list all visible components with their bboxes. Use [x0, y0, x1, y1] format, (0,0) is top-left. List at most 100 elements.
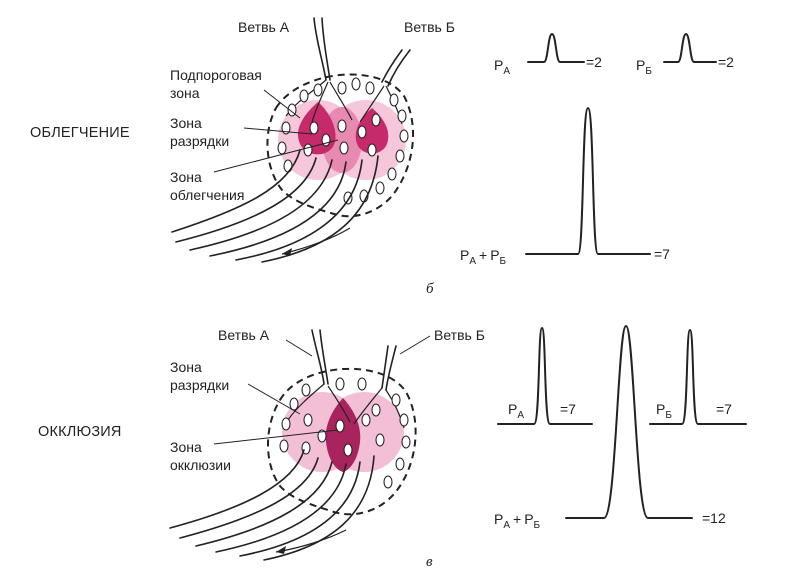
leader-occlusion	[213, 429, 339, 445]
trace-label-b: PБ	[656, 401, 672, 421]
trace-value-b: =2	[718, 54, 734, 70]
bouton	[399, 129, 409, 143]
bouton	[367, 143, 377, 157]
leader-discharge	[243, 127, 313, 135]
bouton	[351, 77, 361, 91]
leader-facilitation	[213, 139, 339, 173]
branch-b-collateral	[353, 387, 383, 425]
response-trace-a-facilitation: PА =2	[494, 33, 602, 77]
trace-waveform-a	[527, 33, 585, 63]
branch-a-collateral-3	[329, 81, 353, 121]
efferent-axon	[235, 159, 363, 261]
label-subthreshold-zone-line1: Подпороговая	[170, 67, 262, 83]
bouton	[277, 141, 287, 155]
branch-a-collateral-2	[311, 81, 329, 123]
trace-value-a: =7	[560, 401, 576, 417]
direction-arrow-shaft	[275, 529, 347, 553]
efferent-axons-facilitation	[171, 149, 379, 263]
panel-facilitation: ОБЛЕГЧЕНИЕ	[30, 17, 734, 297]
label-facilitation-zone-line1: Зона	[170, 169, 202, 185]
efferent-axon	[169, 449, 305, 529]
bouton	[281, 121, 291, 135]
bouton	[339, 141, 349, 155]
efferent-axon	[179, 457, 319, 539]
branch-b-fiber-2	[385, 345, 397, 391]
bouton	[389, 93, 399, 107]
efferent-axon	[209, 161, 347, 257]
trace-label-sum: PА+PБ	[460, 247, 507, 267]
branch-a-collateral	[327, 385, 351, 423]
efferent-axon	[175, 157, 317, 243]
bouton	[397, 109, 407, 123]
bouton	[399, 413, 409, 427]
bouton	[357, 377, 367, 391]
label-discharge-zone-line2: разрядки	[170, 377, 229, 393]
trace-label-a: PА	[494, 57, 510, 77]
panel-caption-b: б	[426, 281, 434, 297]
label-branch-a: Ветвь А	[218, 327, 270, 343]
synaptic-boutons-occlusion	[279, 377, 411, 489]
label-subthreshold-zone-line2: зона	[170, 85, 200, 101]
neuron-pool-outline	[267, 367, 417, 516]
trace-value-b: =7	[716, 401, 732, 417]
trace-waveform-sum	[525, 107, 651, 255]
label-branch-b: Ветвь Б	[434, 327, 485, 343]
efferent-axon	[261, 155, 379, 263]
branch-a-collateral	[287, 383, 325, 421]
bouton	[299, 89, 309, 103]
trace-value-a: =2	[586, 54, 602, 70]
label-discharge-zone-line1: Зона	[170, 115, 202, 131]
bouton	[317, 429, 327, 443]
efferent-axon	[189, 159, 333, 251]
label-branch-a: Ветвь А	[238, 19, 290, 35]
trace-waveform-a	[497, 327, 593, 425]
bouton	[391, 393, 401, 407]
bouton	[357, 125, 367, 139]
efferent-axon	[215, 463, 347, 553]
efferent-axons-occlusion	[169, 449, 375, 561]
trace-waveform-b	[663, 33, 717, 63]
response-trace-sum-occlusion: PА+PБ =12	[494, 325, 726, 531]
response-trace-a-occlusion: PА =7	[497, 327, 593, 425]
bouton	[301, 383, 311, 397]
panel-title-occlusion: ОККЛЮЗИЯ	[38, 424, 122, 440]
label-occlusion-zone-line2: окклюзии	[170, 457, 231, 473]
leader-branch-b	[399, 335, 431, 355]
bouton	[375, 181, 385, 195]
trace-value-sum: =7	[654, 246, 670, 262]
bouton	[375, 433, 385, 447]
synaptic-boutons-facilitation	[277, 77, 409, 205]
leader-discharge	[247, 383, 301, 415]
leader-subthreshold	[263, 89, 301, 119]
branch-a-fiber-1	[313, 17, 327, 81]
branch-a-fiber-2	[319, 329, 329, 385]
bouton	[371, 113, 381, 127]
neuron-pool-diagram-occlusion	[169, 329, 417, 561]
bouton	[401, 435, 411, 449]
trace-label-sum: PА+PБ	[494, 511, 541, 531]
panel-caption-c: в	[426, 554, 433, 570]
branch-a-fiber-1	[311, 329, 325, 385]
trace-label-b: PБ	[636, 57, 652, 77]
branch-b-fiber-1	[381, 345, 389, 389]
bouton	[395, 149, 405, 163]
panel-title-facilitation: ОБЛЕГЧЕНИЕ	[30, 125, 130, 141]
bouton	[335, 419, 345, 433]
branch-b-collateral-1	[359, 85, 385, 123]
panel-occlusion: ОККЛЮЗИЯ	[38, 325, 747, 570]
direction-arrow-head	[282, 248, 292, 256]
direction-arrow-head	[276, 546, 286, 554]
response-trace-b-facilitation: PБ =2	[636, 33, 734, 77]
trace-label-a: PА	[508, 401, 524, 421]
bouton	[343, 191, 353, 205]
bouton	[337, 119, 347, 133]
bouton	[303, 413, 313, 427]
bouton	[395, 457, 405, 471]
label-occlusion-zone-line1: Зона	[170, 439, 202, 455]
response-trace-b-occlusion: PБ =7	[649, 329, 747, 425]
bouton	[289, 397, 299, 411]
label-discharge-zone-line2: разрядки	[170, 133, 229, 149]
trace-waveform-b	[649, 329, 747, 425]
leader-branch-a	[285, 339, 313, 357]
